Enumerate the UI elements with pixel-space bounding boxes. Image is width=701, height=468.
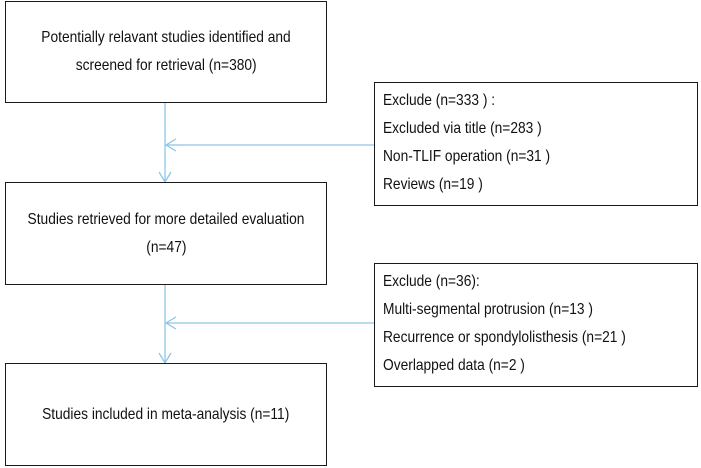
included-studies-line-1: Studies included in meta-analysis (n=11) bbox=[42, 405, 290, 423]
exclusion-1-header: Exclude (n=333 ) : bbox=[383, 92, 496, 109]
exclusion-2-item-overlapped: Overlapped data (n=2 ) bbox=[383, 357, 525, 374]
exclusion-1-item-non-tlif: Non-TLIF operation (n=31 ) bbox=[383, 148, 551, 165]
included-studies-box: Studies included in meta-analysis (n=11) bbox=[5, 363, 327, 466]
retrieved-studies-box: Studies retrieved for more detailed eval… bbox=[5, 182, 327, 285]
exclusion-1-item-title: Excluded via title (n=283 ) bbox=[383, 120, 542, 137]
exclusion-box-1: Exclude (n=333 ) : Excluded via title (n… bbox=[374, 82, 698, 206]
identified-studies-line-2: screened for retrieval (n=380) bbox=[75, 57, 257, 74]
exclusion-arrowhead-2 bbox=[164, 316, 177, 330]
exclusion-2-item-multisegmental: Multi-segmental protrusion (n=13 ) bbox=[383, 301, 593, 318]
exclusion-2-item-recurrence: Recurrence or spondylolisthesis (n=21 ) bbox=[383, 329, 626, 346]
retrieved-studies-line-1: Studies retrieved for more detailed eval… bbox=[27, 210, 305, 228]
identified-studies-box: Potentially relavant studies identified … bbox=[5, 1, 327, 103]
exclusion-1-item-reviews: Reviews (n=19 ) bbox=[383, 176, 483, 193]
exclusion-2-header: Exclude (n=36): bbox=[383, 273, 480, 290]
retrieved-studies-line-2: (n=47) bbox=[145, 238, 187, 256]
exclusion-arrowhead-1 bbox=[164, 138, 177, 152]
exclusion-box-2: Exclude (n=36): Multi-segmental protrusi… bbox=[374, 263, 698, 387]
identified-studies-line-1: Potentially relavant studies identified … bbox=[41, 29, 291, 46]
